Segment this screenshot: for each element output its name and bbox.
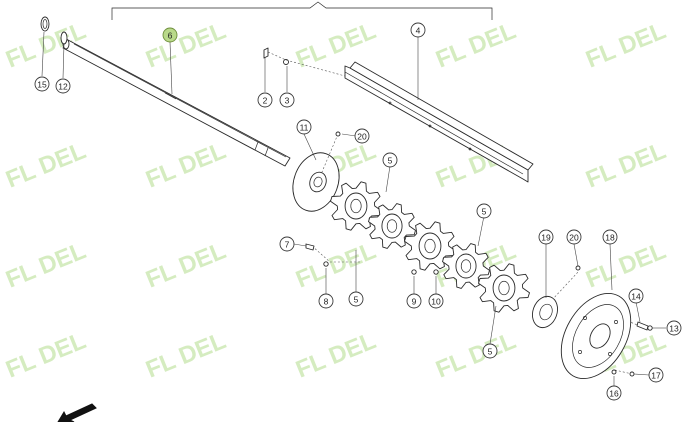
- callout-8: 8: [318, 293, 334, 309]
- callout-label: 8: [324, 297, 329, 307]
- watermark-text: FL DEL: [292, 327, 380, 383]
- callout-4: 4: [410, 22, 426, 38]
- watermark-text: FL DEL: [582, 237, 670, 293]
- callout-label: 14: [631, 292, 641, 302]
- watermark-text: FL DEL: [2, 237, 90, 293]
- callout-layer: 15 12 6 2 3 4 11 20 5 7 8 5 9 10 5 5 19 20 18 14 13 17 16: [34, 22, 682, 401]
- sprocket-group: [330, 181, 530, 313]
- callout-17: 17: [648, 367, 664, 383]
- watermark-text: FL DEL: [142, 137, 230, 193]
- assembly-bracket: [111, 1, 493, 20]
- callout-16: 16: [606, 385, 622, 401]
- bolt-17: [629, 371, 635, 377]
- callout-label: 10: [431, 297, 441, 307]
- watermark-text: FL DEL: [432, 17, 520, 73]
- callout-11: 11: [296, 119, 312, 135]
- sprocket: [368, 203, 416, 249]
- bolt-14: [636, 321, 649, 331]
- callout-label: 5: [388, 156, 393, 166]
- callout-label: 4: [416, 26, 421, 36]
- watermark-text: FL DEL: [2, 327, 90, 383]
- callout-5: 5: [348, 291, 364, 307]
- ring-12: [60, 31, 68, 45]
- callout-label: 3: [285, 96, 290, 106]
- washer-9: [411, 269, 417, 275]
- watermark-text: FL DEL: [142, 327, 230, 383]
- washer-10: [433, 269, 439, 275]
- callout-label: 15: [37, 80, 47, 90]
- nut-16: [611, 369, 617, 375]
- watermark-text: FL DEL: [2, 137, 90, 193]
- callout-18: 18: [602, 229, 618, 245]
- nut-13: [647, 325, 653, 331]
- nut-8: [323, 261, 329, 267]
- sprocket: [478, 263, 530, 313]
- callout-5: 5: [482, 343, 498, 359]
- flange-18: [560, 292, 632, 380]
- callout-14: 14: [628, 288, 644, 304]
- leader-lines: [41, 31, 666, 386]
- bolt-2: [263, 47, 269, 59]
- nut-3: [283, 59, 289, 65]
- ring-15: [40, 16, 50, 32]
- callout-label: 18: [605, 233, 615, 243]
- watermark-text: FL DEL: [582, 137, 670, 193]
- angle-plate: [344, 61, 534, 183]
- callout-label: 16: [609, 389, 619, 399]
- callout-6: 6: [162, 27, 178, 43]
- disc-11: [292, 152, 340, 212]
- callout-9: 9: [406, 293, 422, 309]
- callout-label: 5: [488, 347, 493, 357]
- callout-12: 12: [55, 78, 71, 94]
- callout-13: 13: [666, 320, 682, 336]
- callout-10: 10: [428, 293, 444, 309]
- callout-5: 5: [382, 152, 398, 168]
- callout-20: 20: [566, 229, 582, 245]
- watermark-text: FL DEL: [142, 237, 230, 293]
- watermark-text: FL DEL: [582, 17, 670, 73]
- callout-20: 20: [354, 128, 370, 144]
- callout-7: 7: [279, 236, 295, 252]
- callout-label: 20: [357, 132, 367, 142]
- callout-15: 15: [34, 76, 50, 92]
- watermark-text: FL DEL: [142, 17, 230, 73]
- sprocket: [404, 221, 456, 271]
- callout-5: 5: [476, 203, 492, 219]
- hub-19: [532, 295, 558, 329]
- callout-label: 11: [300, 123, 309, 133]
- watermark-text: FL DEL: [432, 327, 520, 383]
- callout-label: 9: [412, 297, 417, 307]
- direction-arrow-icon: [57, 403, 97, 422]
- bolt-20a: [335, 131, 341, 137]
- callout-label: 19: [541, 233, 551, 243]
- callout-label: 6: [168, 31, 173, 41]
- callout-label: 5: [354, 295, 359, 305]
- callout-label: 12: [58, 82, 68, 92]
- callout-label: 13: [669, 324, 679, 334]
- callout-label: 5: [482, 207, 487, 217]
- callout-label: 17: [651, 371, 661, 381]
- callout-label: 7: [285, 240, 290, 250]
- sprocket: [330, 181, 382, 231]
- callout-label: 2: [263, 96, 268, 106]
- callout-3: 3: [279, 92, 295, 108]
- pin-7: [305, 243, 315, 251]
- callout-19: 19: [538, 229, 554, 245]
- sprocket: [442, 243, 490, 289]
- callout-label: 20: [569, 233, 579, 243]
- shaft: [62, 38, 291, 167]
- callout-2: 2: [257, 92, 273, 108]
- bolt-20b: [575, 265, 581, 271]
- watermark-text: FL DEL: [292, 17, 380, 73]
